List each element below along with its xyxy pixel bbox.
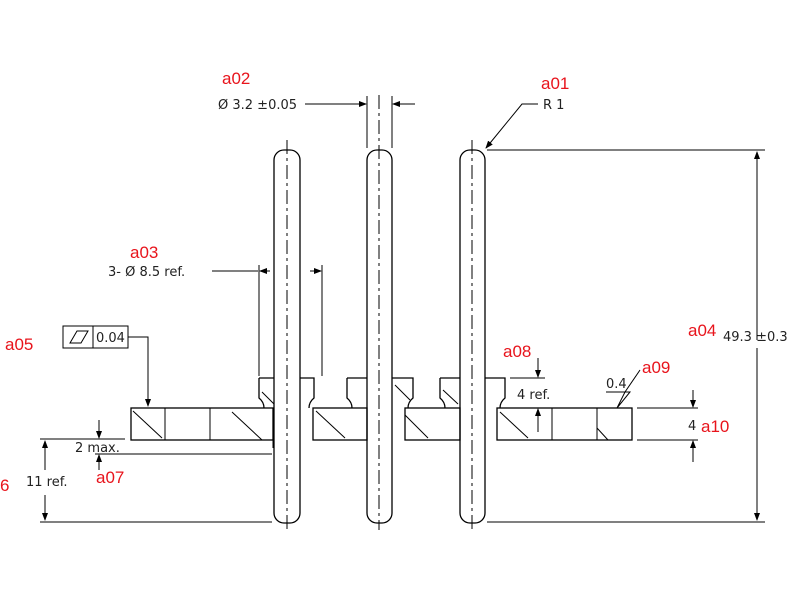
pin-middle: [366, 95, 393, 530]
flatness-frame: 0.04: [62, 325, 151, 407]
tag-a08: a08: [503, 342, 531, 361]
bushing-left: [258, 377, 315, 409]
dim-bottom-height: 11 ref.: [26, 440, 272, 523]
base-plate: [130, 407, 633, 448]
roughness-value: 0.4: [606, 377, 627, 392]
bushing-diameter-label: 3- Ø 8.5 ref.: [108, 265, 185, 280]
tag-a07: a07: [96, 468, 124, 487]
bushing-middle: [346, 377, 414, 409]
tag-a03: a03: [130, 243, 158, 262]
dim-plate-thickness: 4: [637, 390, 698, 462]
tag-a06: 6: [0, 476, 9, 495]
flatness-icon: [69, 330, 89, 344]
dim-overall-height: 49.3 ±0.3: [487, 149, 788, 523]
bushing-right: [439, 377, 506, 409]
radius-label: R 1: [543, 98, 564, 113]
dim-bushing-diameter: 3- Ø 8.5 ref.: [108, 265, 323, 376]
tag-a01: a01: [541, 74, 569, 93]
plate-thickness-label: 4: [688, 419, 696, 434]
dim-pin-diameter: Ø 3.2 ±0.05: [218, 96, 415, 148]
tag-a02: a02: [222, 69, 250, 88]
tag-a05: a05: [5, 335, 33, 354]
gap-label: 2 max.: [75, 441, 120, 456]
tag-a09: a09: [642, 358, 670, 377]
bushing-height-label: 4 ref.: [517, 388, 550, 403]
flatness-value: 0.04: [96, 331, 125, 346]
pin-diameter-label: Ø 3.2 ±0.05: [218, 98, 297, 113]
dim-radius: R 1: [485, 98, 564, 149]
pin-right: [459, 140, 486, 530]
bottom-height-label: 11 ref.: [26, 475, 68, 490]
tag-a04: a04: [688, 321, 716, 340]
tag-a10: a10: [701, 417, 729, 436]
dim-gap: 2 max.: [40, 420, 272, 470]
pin-left: [273, 140, 301, 530]
surface-roughness-symbol: 0.4: [606, 369, 641, 409]
overall-height-label: 49.3 ±0.3: [723, 330, 788, 345]
dim-bushing-height: 4 ref.: [510, 358, 550, 432]
